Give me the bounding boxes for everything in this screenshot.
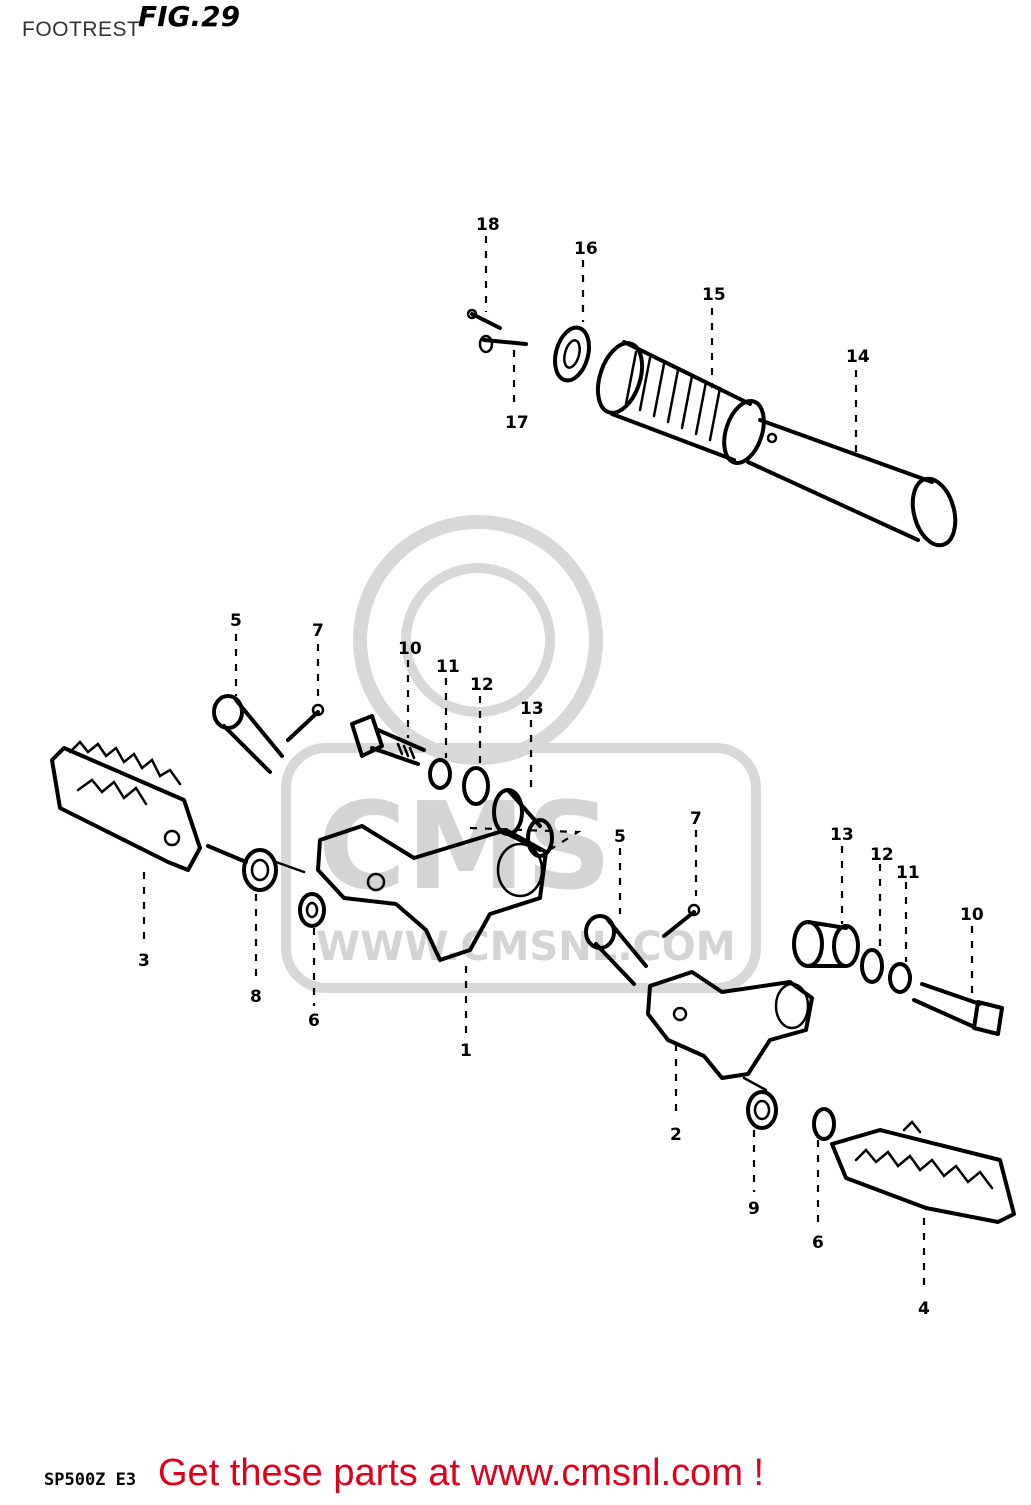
callout-6-left: 6 xyxy=(308,1011,320,1031)
part-5-left-pin xyxy=(212,694,284,774)
callout-10-right: 10 xyxy=(960,905,984,925)
page-title: FOOTREST xyxy=(22,18,141,41)
part-6-left-washer xyxy=(298,892,326,928)
part-18-cotter-pin xyxy=(466,308,502,330)
callout-15: 15 xyxy=(702,285,726,305)
figure-number: FIG.29 xyxy=(138,0,241,33)
part-15-footrest-rubber xyxy=(595,340,766,465)
leader-lines xyxy=(142,236,974,1292)
part-16-washer xyxy=(553,325,591,383)
watermark-url: WWW.CMSNL.COM xyxy=(316,924,736,970)
part-10-right-bolt xyxy=(912,982,1004,1036)
part-11-left-washer xyxy=(428,758,452,790)
part-6-right-washer xyxy=(812,1107,836,1141)
watermark-logo: CMS WWW.CMSNL.COM xyxy=(281,515,761,993)
part-9-spring xyxy=(742,1076,778,1130)
part-2-right-bracket xyxy=(646,970,814,1080)
callout-7-left: 7 xyxy=(312,621,324,641)
part-12-left-washer xyxy=(462,766,490,806)
callout-1: 1 xyxy=(460,1041,472,1061)
promo-link[interactable]: Get these parts at www.cmsnl.com ! xyxy=(158,1452,765,1494)
part-4-right-footrest xyxy=(830,1120,1016,1224)
part-5-right-pin xyxy=(584,914,648,986)
callout-4: 4 xyxy=(918,1299,930,1319)
callout-3: 3 xyxy=(138,951,150,971)
callout-13-right: 13 xyxy=(830,825,854,845)
callout-12-right: 12 xyxy=(870,845,894,865)
callout-2: 2 xyxy=(670,1125,682,1145)
part-3-left-footrest xyxy=(50,740,202,872)
callout-13-left: 13 xyxy=(520,699,544,719)
part-7-right-cotter xyxy=(662,903,701,938)
callout-numbers: 18 17 16 15 14 5 7 10 11 12 13 3 8 6 1 5… xyxy=(138,215,984,1319)
callout-16: 16 xyxy=(574,239,598,259)
watermark-brand: CMS xyxy=(318,778,612,917)
callout-5-right: 5 xyxy=(614,827,626,847)
part-11-right-washer xyxy=(888,962,912,994)
callout-6-right: 6 xyxy=(812,1233,824,1253)
part-13-right-bushing xyxy=(792,920,860,968)
part-7-left-cotter xyxy=(286,703,325,742)
callout-8: 8 xyxy=(250,987,262,1007)
callout-5-left: 5 xyxy=(230,611,242,631)
part-10-left-bolt xyxy=(350,714,426,766)
model-code: SP500Z E3 xyxy=(44,1470,137,1490)
part-17-clevis-pin xyxy=(478,334,528,354)
callout-18: 18 xyxy=(476,215,500,235)
part-1-left-bracket xyxy=(316,824,582,962)
callout-11-left: 11 xyxy=(436,657,460,677)
callout-14: 14 xyxy=(846,347,870,367)
part-14-footrest-shaft xyxy=(746,418,958,548)
callout-17: 17 xyxy=(505,413,529,433)
part-12-right-washer xyxy=(860,948,884,984)
callout-9: 9 xyxy=(748,1199,760,1219)
callout-10-left: 10 xyxy=(398,639,422,659)
callout-11-right: 11 xyxy=(896,863,920,883)
part-8-spring xyxy=(206,844,306,892)
callout-12-left: 12 xyxy=(470,675,494,695)
callout-7-right: 7 xyxy=(690,809,702,829)
